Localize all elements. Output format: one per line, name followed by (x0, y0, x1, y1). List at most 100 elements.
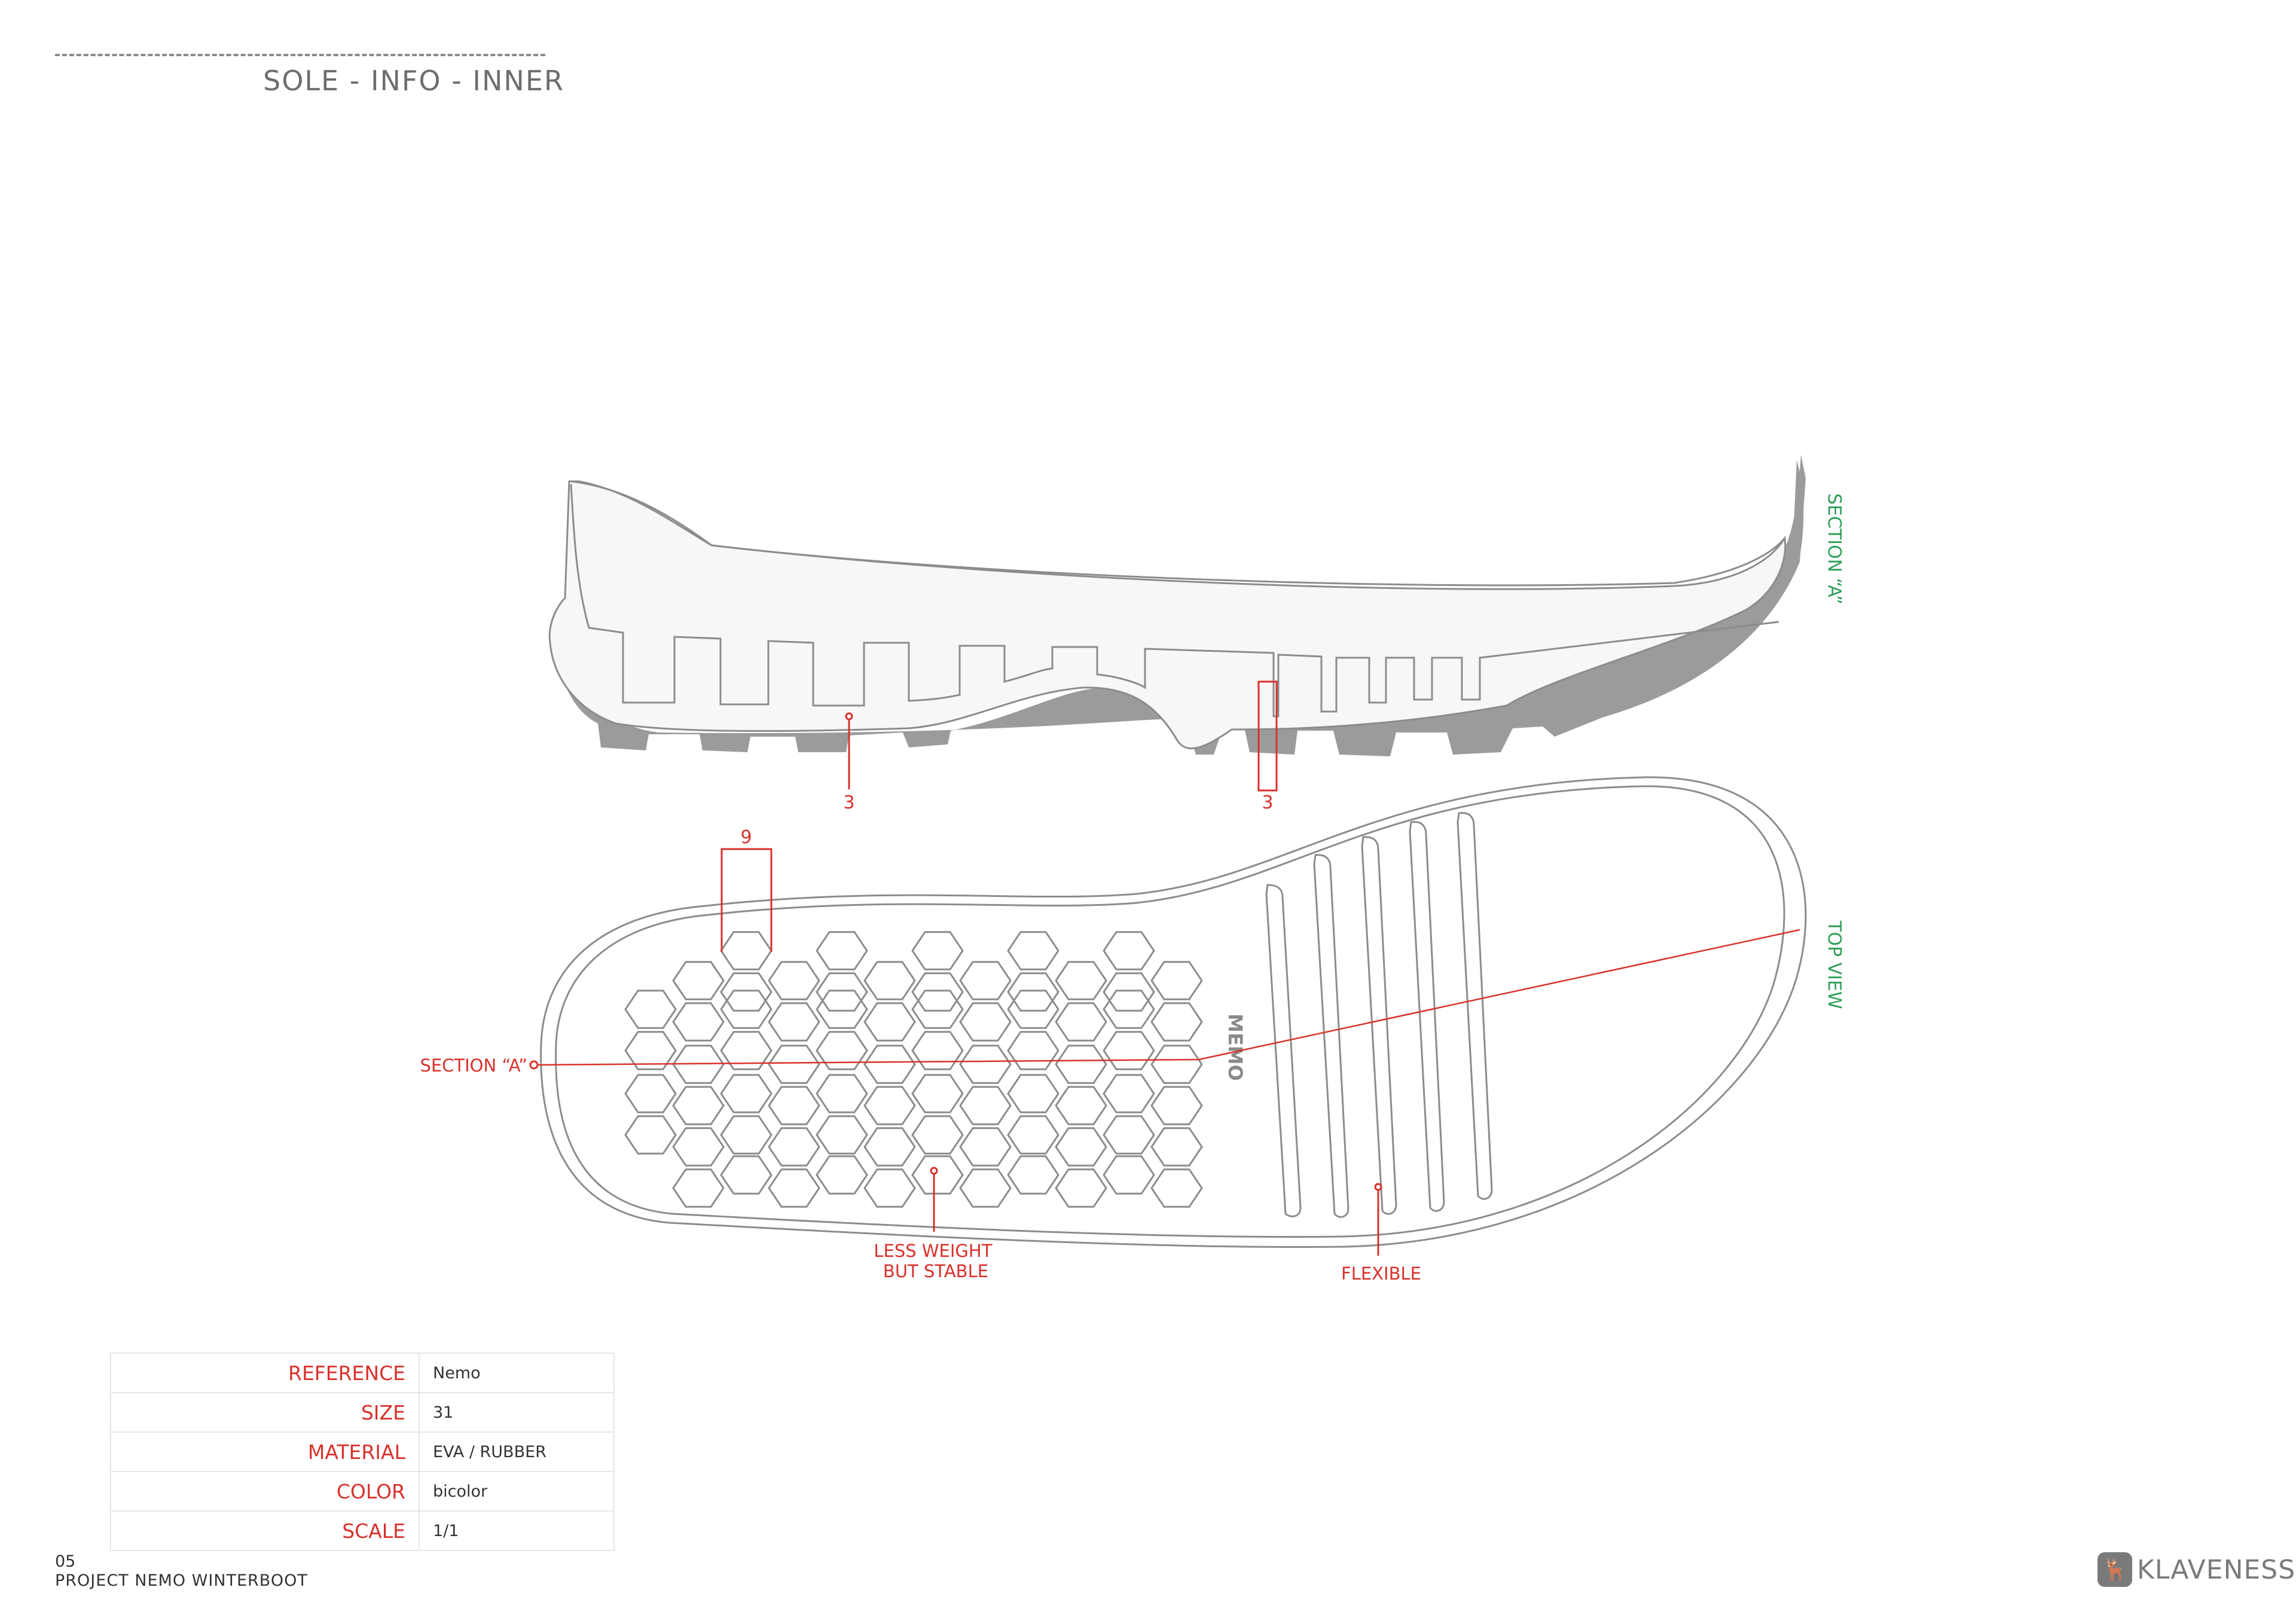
hexagon-cell (1150, 1086, 1203, 1125)
hexagon-cell (816, 1115, 868, 1155)
hexagon-cell (624, 990, 677, 1029)
deer-icon: 🦌 (2097, 1552, 2132, 1587)
flex-grooves (1265, 812, 1493, 1218)
hexagon-cell (672, 961, 725, 1000)
hexagon-cell (1055, 1168, 1107, 1208)
brand-logo: 🦌 KLAVENESS (2097, 1552, 2295, 1587)
hexagon-cell (768, 1086, 820, 1125)
flex-groove (1361, 836, 1397, 1215)
spec-value: 1/1 (419, 1510, 615, 1551)
project-name: PROJECT NEMO WINTERBOOT (55, 1571, 308, 1590)
spec-label: SCALE (110, 1510, 420, 1551)
hexagon-tread-grid (624, 931, 1203, 1208)
hexagon-cell (1007, 972, 1060, 1012)
hexagon-cell (863, 961, 916, 1000)
hexagon-cell (768, 1127, 820, 1167)
spec-label: REFERENCE (110, 1353, 420, 1393)
hexagon-cell (1150, 1045, 1203, 1084)
sole-outline-inner (555, 785, 1785, 1238)
hexagon-cell (1055, 1045, 1107, 1084)
hexagon-cell (911, 1115, 964, 1155)
spec-value: EVA / RUBBER (419, 1431, 615, 1472)
spec-label: MATERIAL (110, 1431, 420, 1472)
hexagon-cell (672, 1086, 725, 1125)
side-dim-right: 3 (1262, 792, 1273, 813)
hexagon-cell (1103, 1074, 1155, 1113)
hexagon-cell (1007, 990, 1060, 1029)
hexagon-cell (816, 1031, 868, 1070)
midsole-eva (548, 480, 1787, 750)
hexagon-cell (720, 1115, 773, 1155)
hexagon-cell (768, 1168, 820, 1208)
flex-groove (1265, 884, 1302, 1217)
section-a-marker: SECTION “A” (420, 1055, 527, 1076)
hexagon-cell (672, 1127, 725, 1167)
page-title: SOLE - INFO - INNER (263, 65, 564, 97)
hexagon-cell (768, 1045, 820, 1084)
hexagon-cell (1007, 1115, 1060, 1155)
hexagon-cell (959, 1127, 1012, 1167)
hexagon-cell (720, 972, 773, 1012)
hexagon-cell (1007, 931, 1060, 970)
hexagon-cell (720, 931, 773, 970)
hexagon-cell (1103, 972, 1155, 1012)
section-a-line (535, 929, 1800, 1066)
hexagon-cell (959, 1002, 1012, 1042)
side-dim-left: 3 (843, 792, 854, 813)
note-less-weight: LESS WEIGHT BUT STABLE (874, 1241, 997, 1281)
hexagon-cell (624, 1031, 677, 1070)
side-view: 3 3 SECTION “A” (548, 454, 1845, 813)
hexagon-cell (911, 972, 964, 1012)
hexagon-cell (1055, 961, 1107, 1000)
hexagon-cell (720, 1074, 773, 1113)
hexagon-cell (863, 1168, 916, 1208)
insole-contour (570, 484, 1779, 718)
hexagon-cell (911, 931, 964, 970)
hexagon-cell (1150, 1127, 1203, 1167)
flex-groove (1313, 854, 1349, 1218)
hexagon-cell (720, 990, 773, 1029)
hexagon-cell (816, 1155, 868, 1195)
hexagon-cell (624, 1115, 677, 1155)
hexagon-cell (863, 1002, 916, 1042)
hexagon-cell (816, 1074, 868, 1113)
hexagon-cell (959, 1168, 1012, 1208)
hexagon-cell (1007, 1074, 1060, 1113)
sole-outline-outer (540, 776, 1807, 1248)
page-number: 05 (55, 1552, 76, 1571)
hexagon-cell (1007, 1031, 1060, 1070)
hexagon-cell (1103, 1115, 1155, 1155)
hexagon-cell (911, 1031, 964, 1070)
hex-dim: 9 (740, 827, 752, 848)
section-a-label: SECTION “A” (1824, 493, 1845, 605)
spec-value: Nemo (419, 1353, 615, 1393)
hexagon-cell (624, 1074, 677, 1113)
hexagon-cell (816, 990, 868, 1029)
brand-name: KLAVENESS (2137, 1554, 2296, 1585)
flex-groove (1457, 812, 1493, 1200)
hexagon-cell (720, 1155, 773, 1195)
hexagon-cell (720, 1031, 773, 1070)
hexagon-cell (1055, 1086, 1107, 1125)
hexagon-cell (911, 990, 964, 1029)
hexagon-cell (768, 1002, 820, 1042)
hexagon-cell (911, 1074, 964, 1113)
hexagon-cell (1055, 1127, 1107, 1167)
spec-value: bicolor (419, 1471, 615, 1512)
hexagon-cell (959, 1086, 1012, 1125)
hexagon-cell (863, 1045, 916, 1084)
hexagon-cell (863, 1086, 916, 1125)
hexagon-cell (1103, 1031, 1155, 1070)
hexagon-cell (959, 1045, 1012, 1084)
spec-label: SIZE (110, 1392, 420, 1433)
hexagon-cell (1007, 1155, 1060, 1195)
note-flexible: FLEXIBLE (1341, 1263, 1421, 1284)
hexagon-cell (672, 1002, 725, 1042)
hexagon-cell (1150, 1168, 1203, 1208)
memo-logo-text: MEMO (1224, 1014, 1247, 1081)
